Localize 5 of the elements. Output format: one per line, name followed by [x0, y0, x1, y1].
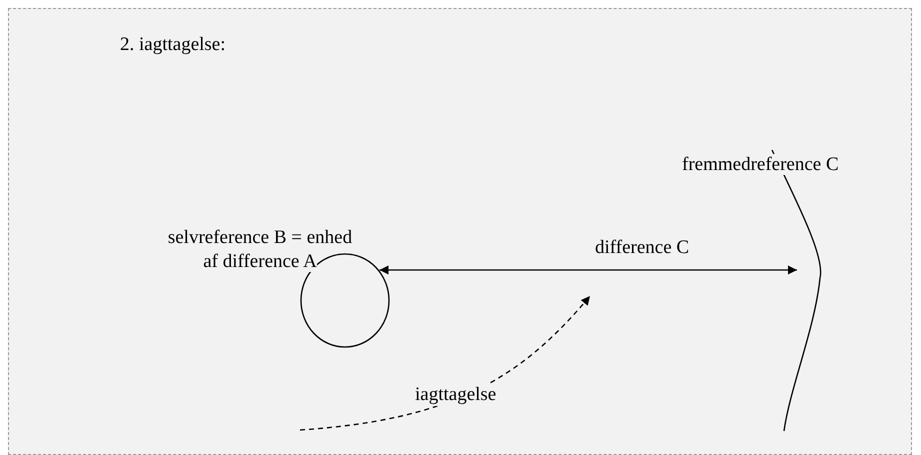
node-caption: fremmedreference C	[682, 153, 840, 177]
arrow-label: iagttagelse	[413, 384, 498, 406]
circle	[300, 253, 390, 348]
double-arrow	[380, 266, 797, 274]
title: 2. iagttagelse:	[120, 34, 226, 56]
